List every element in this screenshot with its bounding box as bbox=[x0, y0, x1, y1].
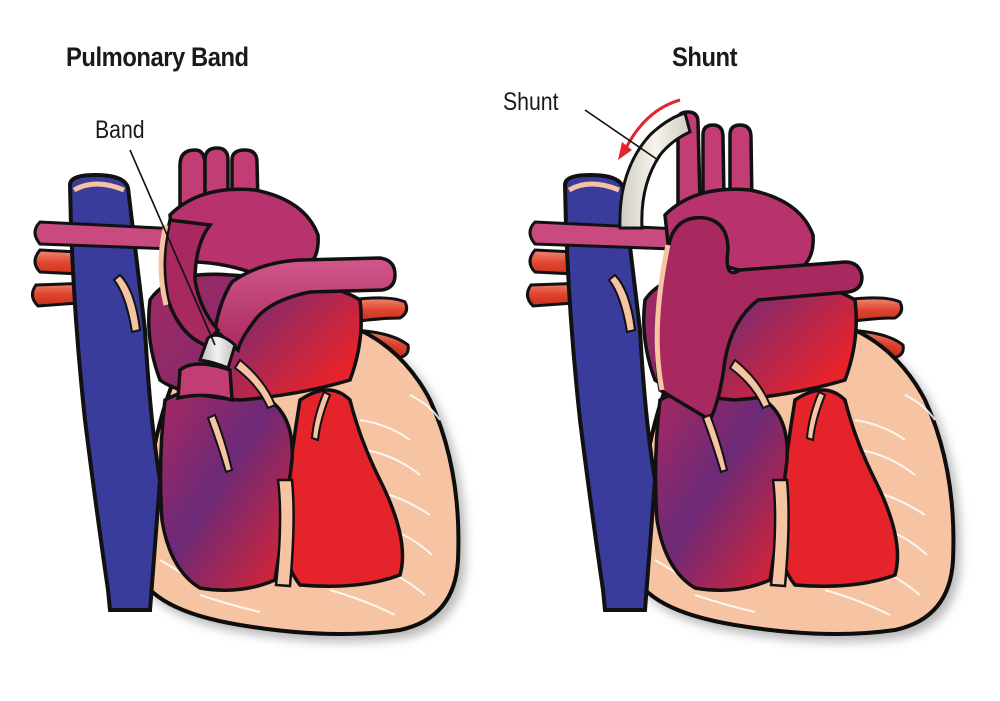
callout-leader-line-band bbox=[129, 149, 216, 346]
right-ventricle bbox=[653, 386, 789, 592]
septum bbox=[274, 478, 295, 588]
panel-pulmonary-band: Pulmonary Band Band bbox=[31, 42, 461, 636]
flow-arrow-head-icon bbox=[618, 142, 632, 160]
aorta-rim bbox=[158, 224, 169, 306]
chordae-strands bbox=[112, 273, 332, 474]
septum bbox=[769, 478, 790, 588]
flow-arrow-curve bbox=[623, 98, 681, 151]
callout-label-shunt: Shunt bbox=[503, 88, 559, 116]
superior-vena-cava bbox=[67, 172, 163, 612]
svc-rim bbox=[567, 181, 620, 193]
chordae-strands bbox=[607, 273, 827, 474]
panel-shunt: Shunt Shunt bbox=[500, 0, 1000, 701]
callout-leader-line-shunt bbox=[584, 109, 659, 161]
superior-vena-cava bbox=[562, 172, 658, 612]
svc-rim bbox=[72, 181, 125, 193]
aorta bbox=[168, 146, 320, 274]
right-ventricle bbox=[158, 386, 294, 592]
heart-illustration-banded bbox=[31, 146, 461, 636]
callout-label-band: Band bbox=[95, 116, 145, 144]
heart-illustration-shunt bbox=[526, 98, 956, 636]
panel-title: Pulmonary Band bbox=[66, 42, 249, 72]
blalock-taussig-shunt-tube bbox=[618, 111, 692, 230]
panel-title: Shunt bbox=[672, 42, 738, 72]
pulmonary-artery bbox=[654, 215, 864, 423]
pulmonary-artery bbox=[213, 256, 397, 354]
pulmonary-root bbox=[176, 362, 234, 403]
pa-rim bbox=[654, 244, 671, 391]
